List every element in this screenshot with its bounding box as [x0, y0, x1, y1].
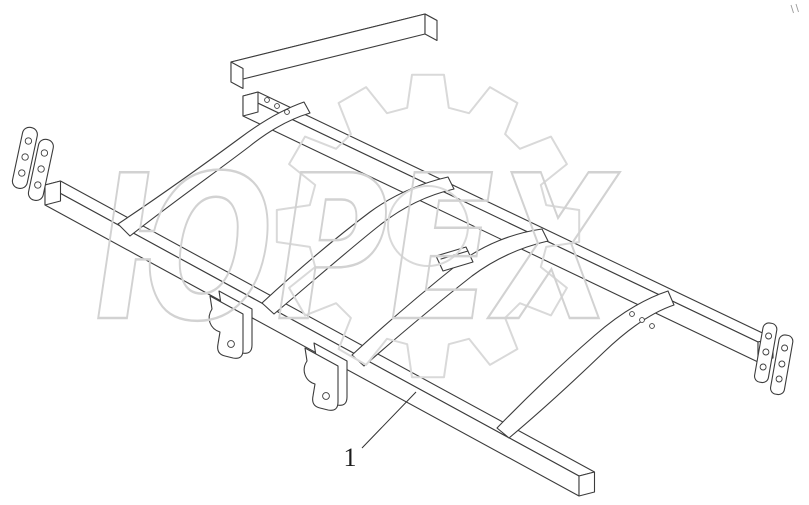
support-arm-2 — [261, 176, 455, 315]
callout-1: 1 — [344, 391, 417, 472]
watermark: ЮРЕХ — [94, 73, 620, 379]
watermark-text: ЮРЕХ — [95, 133, 620, 366]
part-label-1[interactable]: 1 — [344, 443, 357, 472]
leader-line — [361, 391, 417, 449]
support-arm-4 — [496, 290, 675, 439]
bolt-holes — [18, 97, 789, 400]
rear-rail — [242, 91, 774, 363]
watermark-gear-icon — [275, 73, 581, 379]
front-rail — [44, 180, 596, 497]
cross-tube — [230, 13, 438, 90]
support-arm-1 — [117, 101, 311, 237]
frame-drawing — [11, 13, 794, 497]
corner-mark — [790, 3, 799, 14]
support-arm-3 — [351, 228, 549, 367]
